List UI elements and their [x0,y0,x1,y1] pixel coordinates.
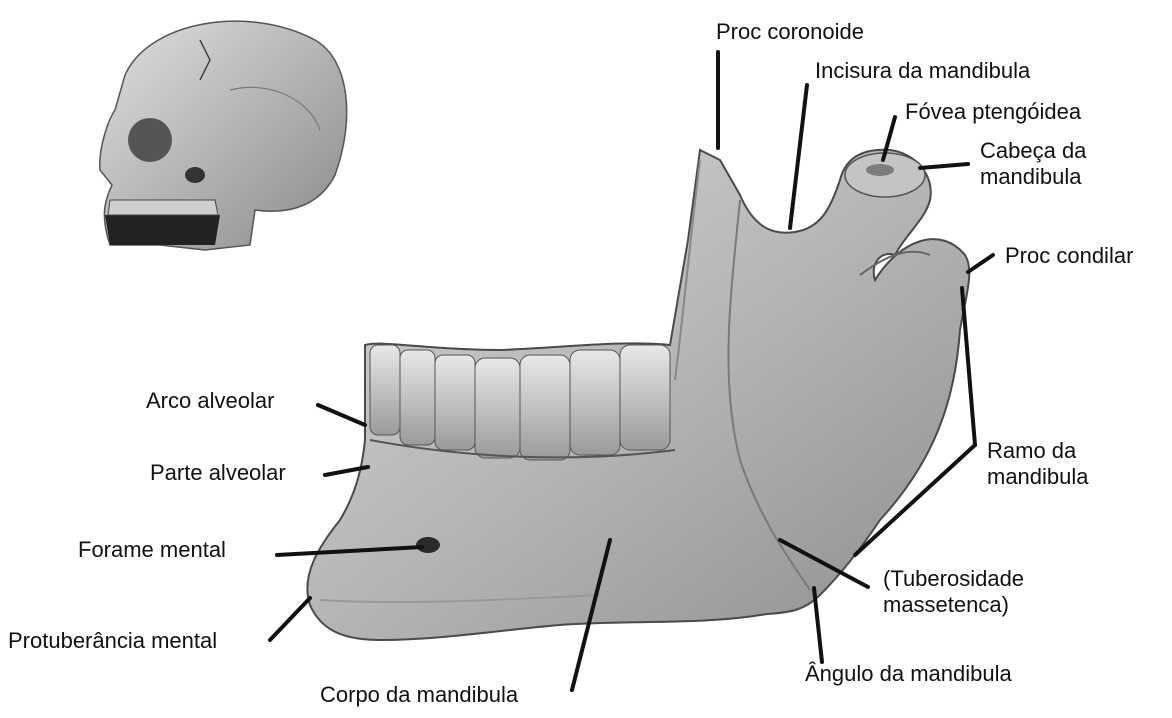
leader-arco-alveolar [318,405,365,425]
label-corpo: Corpo da mandibula [320,682,518,708]
leader-ramo-a [962,288,975,445]
skull-thumbnail [100,21,347,250]
label-ramo: Ramo da mandibula [987,438,1089,490]
teeth-row [370,345,675,460]
label-arco-alveolar: Arco alveolar [146,388,274,414]
label-proc-coronoide: Proc coronoide [716,19,864,45]
label-angulo: Ângulo da mandibula [805,661,1012,687]
leader-protuberancia [270,598,310,640]
label-ramo-line1: Ramo da [987,438,1089,464]
leader-cabeca [920,164,968,168]
label-parte-alveolar: Parte alveolar [150,460,286,486]
label-tuberosidade-line1: (Tuberosidade [883,566,1024,592]
label-cabeca: Cabeça da mandibula [980,138,1086,190]
label-forame-mental: Forame mental [78,537,226,563]
label-ramo-line2: mandibula [987,464,1089,490]
mandible-illustration [307,150,969,640]
label-fovea: Fóvea ptengóidea [905,99,1081,125]
label-proc-condilar: Proc condilar [1005,243,1133,269]
label-cabeca-line2: mandibula [980,164,1086,190]
label-tuberosidade: (Tuberosidade massetenca) [883,566,1024,618]
label-cabeca-line1: Cabeça da [980,138,1086,164]
leader-angulo [814,588,822,662]
leader-proc-condilar [968,255,993,272]
label-tuberosidade-line2: massetenca) [883,592,1024,618]
leader-incisura [790,85,807,228]
label-incisura: Incisura da mandibula [815,58,1030,84]
label-protuberancia: Protuberância mental [8,628,217,654]
